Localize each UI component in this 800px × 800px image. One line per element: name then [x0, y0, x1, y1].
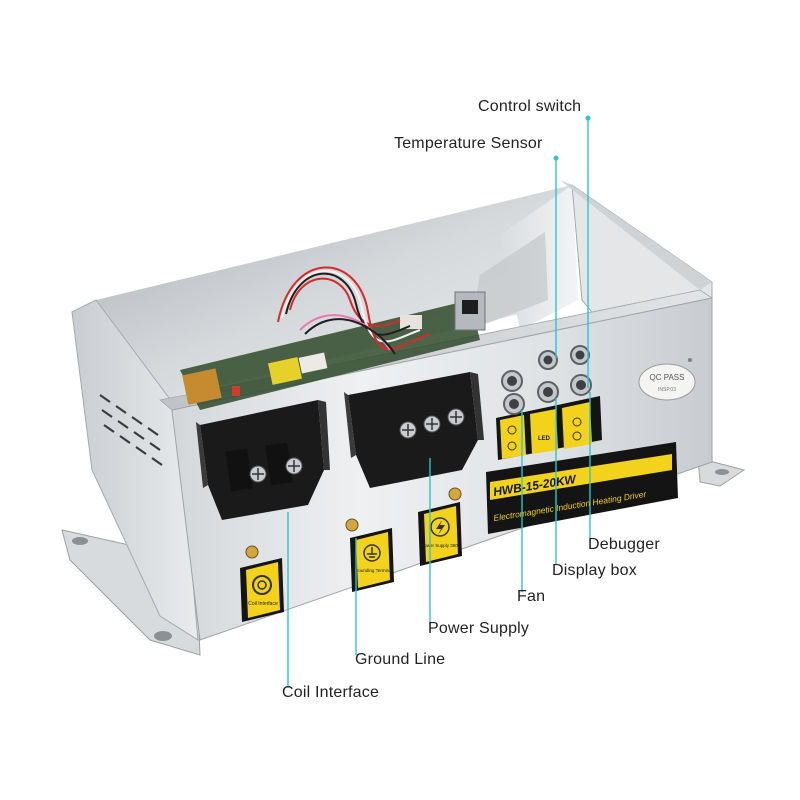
coil-sticker-text: Coil Interface [248, 601, 278, 607]
heatsink [454, 291, 486, 331]
ground-screw-icon [345, 518, 359, 532]
ground-sticker-text: Grounding Terminal [353, 568, 392, 573]
ground-sticker: Grounding Terminal [350, 528, 394, 592]
port-label-icon [572, 417, 582, 427]
port-label-icon [507, 441, 517, 451]
ground-icon [363, 544, 381, 562]
port-label-icon [507, 425, 517, 435]
port-label-icon [572, 431, 582, 441]
coil-icon [252, 575, 272, 595]
pcb-component [232, 386, 240, 396]
power-terminal-block [344, 372, 484, 488]
label-control-switch: Control switch [478, 98, 582, 115]
vent-slots-left [99, 394, 163, 466]
rivet [688, 358, 692, 362]
internal-pcb-area [180, 266, 486, 410]
ground-screw-icon [448, 487, 462, 501]
foot-hole [715, 469, 729, 475]
wire-bundle [277, 266, 431, 355]
label-display-box: Display box [552, 562, 637, 579]
inner-back-wall [96, 185, 578, 400]
transistor [462, 300, 478, 314]
label-power-supply: Power Supply [428, 620, 530, 637]
port-led-text: LED [538, 436, 551, 442]
model-nameplate: HWB-15-20KW Electromagnetic Induction He… [486, 442, 678, 534]
pcb-component [298, 352, 328, 374]
pcb-component [400, 315, 422, 329]
right-top-rim [560, 180, 712, 290]
label-coil-interface: Coil Interface [282, 684, 380, 701]
qc-pass-sticker: QC PASS INSP.03 [638, 363, 696, 401]
left-side-panel [71, 299, 199, 641]
pcb-component [268, 357, 302, 385]
leader-dot [553, 155, 559, 161]
aviation-connectors [501, 345, 592, 415]
qc-sub-text: INSP.03 [658, 387, 676, 393]
label-temperature-sensor: Temperature Sensor [394, 135, 543, 152]
leader-dot [585, 115, 591, 121]
foot-hole [154, 631, 172, 641]
lightning-icon [430, 517, 450, 537]
qc-pass-text: QC PASS [650, 373, 685, 382]
label-fan: Fan [517, 588, 546, 605]
leader-lines [287, 115, 591, 688]
coil-interface-sticker: Coil Interface [240, 558, 284, 622]
pcb-component [182, 368, 222, 405]
coil-terminal-block [196, 400, 330, 520]
inner-side-shadow [470, 232, 548, 330]
foot-hole [72, 537, 88, 545]
ground-screw-icon [245, 545, 259, 559]
power-sticker-text: Power Supply 380V [421, 543, 461, 548]
label-debugger: Debugger [588, 536, 660, 553]
label-ground-line: Ground Line [355, 651, 446, 668]
power-sticker: Power Supply 380V [418, 502, 462, 566]
